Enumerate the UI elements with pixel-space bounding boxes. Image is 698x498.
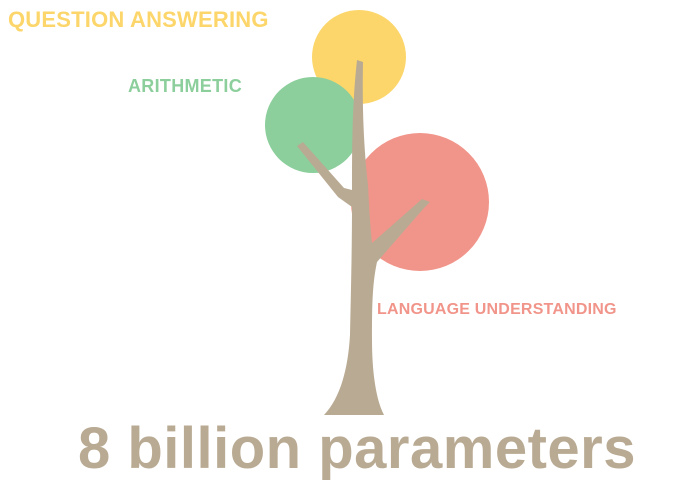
question-answering-label: QUESTION ANSWERING	[8, 7, 269, 32]
tree-trunk	[297, 60, 430, 415]
parameter-count-caption: 8 billion parameters	[78, 416, 636, 481]
question-answering-circle	[312, 10, 406, 104]
language-understanding-label: LANGUAGE UNDERSTANDING	[377, 301, 617, 318]
arithmetic-label: ARITHMETIC	[128, 76, 242, 96]
arithmetic-circle	[265, 77, 361, 173]
